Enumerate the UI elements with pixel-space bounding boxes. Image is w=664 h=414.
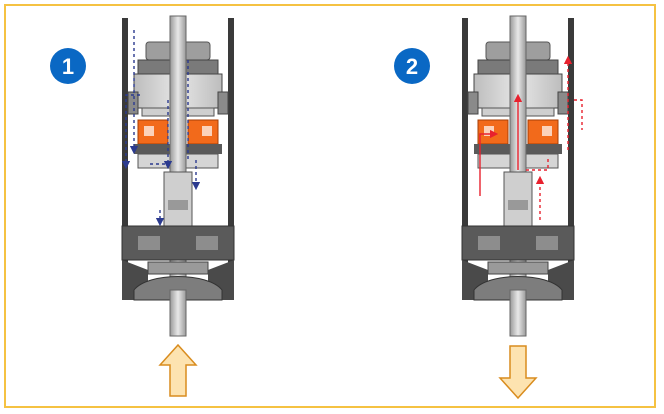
- step-1-badge: 1: [50, 48, 86, 84]
- rebound-flow-lines: [479, 55, 583, 220]
- step-2-number: 2: [406, 54, 418, 79]
- compression-flow-lines: [121, 30, 201, 227]
- shock-absorber-rebound: [461, 15, 575, 337]
- arrow-up-icon: [158, 343, 198, 397]
- step-2-badge: 2: [394, 48, 430, 84]
- step-1-number: 1: [62, 54, 74, 79]
- arrow-down-icon: [498, 345, 538, 400]
- shock-absorber-compression: [121, 15, 235, 337]
